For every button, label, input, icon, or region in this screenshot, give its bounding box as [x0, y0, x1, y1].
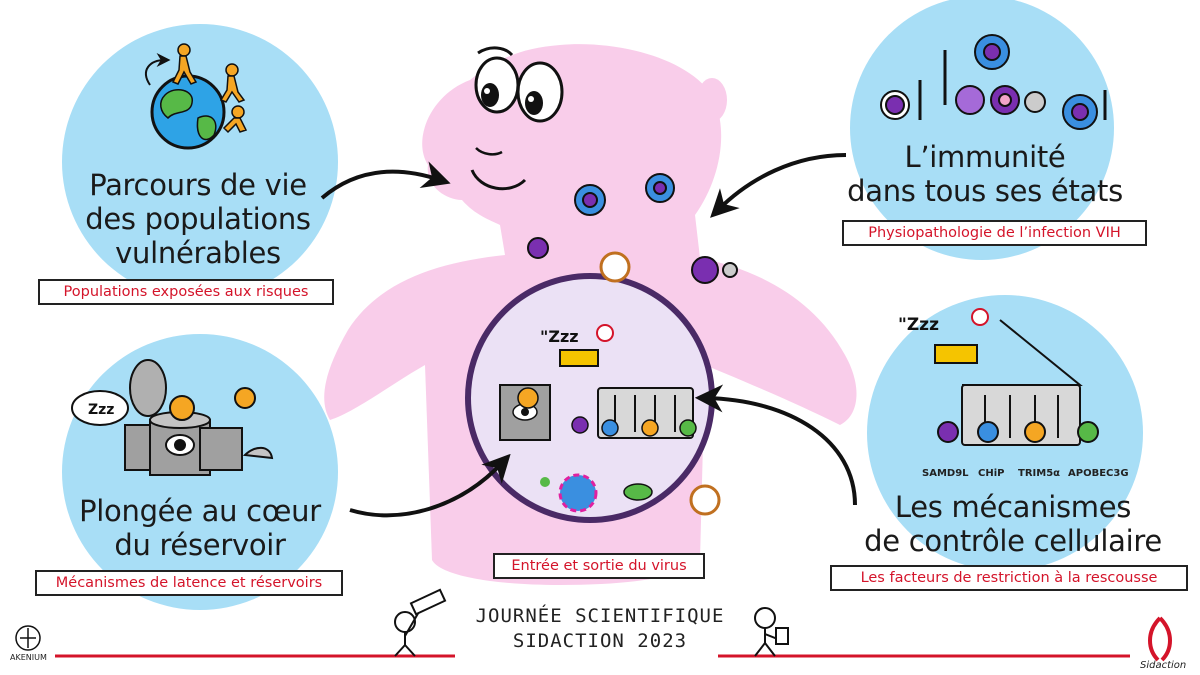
- mouth-illustration: [470, 169, 527, 191]
- eyes-illustration: [474, 46, 564, 123]
- sidaction-logo-text: Sidaction: [1140, 660, 1187, 671]
- title-bottom-right-line-2: de contrôle cellulaire: [864, 524, 1162, 558]
- title-top-right: L’immunité dans tous ses états: [835, 140, 1135, 208]
- title-top-left-line-2: des populations: [85, 202, 311, 236]
- arrow-top-left: [320, 161, 451, 200]
- title-top-right-line-2: dans tous ses états: [847, 174, 1123, 208]
- tag-bottom-right: Les facteurs de restriction à la rescous…: [830, 565, 1188, 591]
- title-top-left-line-1: Parcours de vie: [89, 168, 307, 202]
- bubble-top-left: [62, 24, 338, 300]
- sleep-zzz-bubble: Zzz: [88, 402, 114, 418]
- reservoir-tanks-illustration: [71, 359, 274, 476]
- footer-title-line-2: SIDACTION 2023: [512, 630, 688, 652]
- sidaction-ribbon-logo: [1148, 616, 1172, 662]
- virus-particles-illustration: [527, 173, 738, 516]
- arrow-bottom-right: [694, 384, 857, 506]
- footer-title-line-1: JOURNÉE SCIENTIFIQUE: [475, 605, 725, 627]
- arrow-bottom-left: [349, 453, 511, 518]
- title-top-left-line-3: vulnérables: [115, 236, 281, 270]
- control-panel-illustration: [934, 308, 1099, 446]
- walking-figures-illustration: [171, 43, 248, 134]
- central-cell-illustration: [465, 273, 715, 523]
- factor-label-chip: CHiP: [978, 468, 1005, 479]
- scientist-notes-illustration: [754, 607, 789, 657]
- title-bottom-right: Les mécanismes de contrôle cellulaire: [858, 490, 1168, 558]
- immune-cells-illustration: [880, 34, 1107, 130]
- factor-label-trim5a: TRIM5α: [1018, 468, 1061, 479]
- scientist-telescope-illustration: [394, 588, 447, 657]
- title-top-right-line-1: L’immunité: [904, 140, 1066, 174]
- title-bottom-left: Plongée au cœur du réservoir: [50, 494, 350, 562]
- title-bottom-right-line-1: Les mécanismes: [894, 490, 1132, 524]
- akenium-logo-text: AKENIUM: [10, 653, 47, 662]
- factor-label-apobec3g: APOBEC3G: [1068, 468, 1129, 479]
- tag-bottom-left: Mécanismes de latence et réservoirs: [35, 570, 343, 596]
- akenium-logo: [15, 625, 41, 651]
- title-top-left: Parcours de vie des populations vulnérab…: [48, 168, 348, 270]
- tag-top-left: Populations exposées aux risques: [38, 279, 334, 305]
- title-bottom-left-line-2: du réservoir: [114, 528, 286, 562]
- footer-title: JOURNÉE SCIENTIFIQUE SIDACTION 2023: [430, 604, 770, 654]
- tag-top-right: Physiopathologie de l’infection VIH: [842, 220, 1147, 246]
- flow-arrows: [320, 153, 857, 518]
- globe-illustration: [145, 53, 226, 150]
- sleep-zzz-cell: "Zzz: [540, 327, 579, 346]
- title-bottom-left-line-1: Plongée au cœur: [79, 494, 321, 528]
- sleep-zzz-panel: "Zzz: [898, 315, 939, 335]
- arrow-top-right: [710, 153, 847, 218]
- factor-label-samd9l: SAMD9L: [922, 468, 969, 479]
- tag-center: Entrée et sortie du virus: [493, 553, 705, 579]
- bubble-top-right: [850, 0, 1114, 260]
